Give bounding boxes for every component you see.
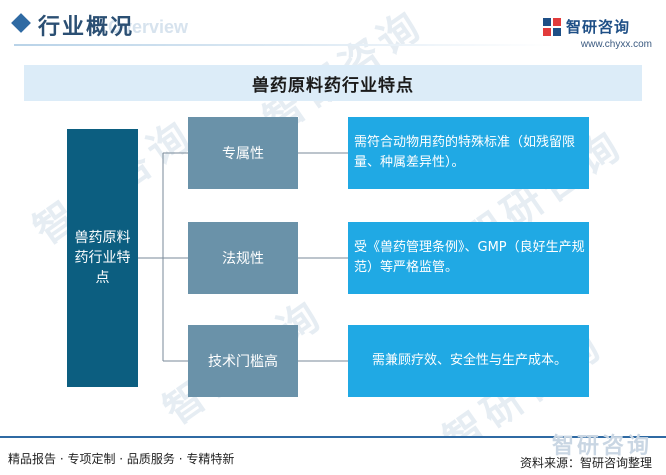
diagram-title: 兽药原料药行业特点 [252,75,414,96]
brand-name: 智研咨询 [566,18,631,36]
description-node: 需符合动物用药的特殊标准（如残留限量、种属差异性）。 [348,117,589,189]
source-note: 资料来源：智研咨询整理 [519,456,652,470]
category-node: 法规性 [188,222,298,294]
center-node: 兽药原料药行业特点 [67,129,138,387]
diagram-title-band: 兽药原料药行业特点 [24,65,642,101]
brand: 智研咨询 www.chyxx.com [542,15,652,51]
footer-tagline: 精品报告 · 专项定制 · 品质服务 · 专精特新 [8,452,235,466]
page-header: Overview 行业概况 智研咨询 www.chyxx.com [0,0,666,58]
brand-url: www.chyxx.com [580,39,652,50]
category-node: 技术门槛高 [188,325,298,397]
header-divider [14,44,554,46]
category-node: 专属性 [188,117,298,189]
footer-watermark-logo: 智研咨询 [551,434,652,459]
footer-source: 智研咨询 资料来源：智研咨询整理 [520,436,652,471]
header-subtitle: Overview [108,17,189,37]
description-node: 需兼顾疗效、安全性与生产成本。 [348,325,589,397]
page-title: 行业概况 [38,15,135,40]
footer-divider [0,436,666,438]
brand-logo-icon [543,18,561,36]
description-node: 受《兽药管理条例》、GMP（良好生产规范）等严格监管。 [348,222,589,294]
page-footer: 精品报告 · 专项定制 · 品质服务 · 专精特新 智研咨询 资料来源：智研咨询… [0,436,666,475]
